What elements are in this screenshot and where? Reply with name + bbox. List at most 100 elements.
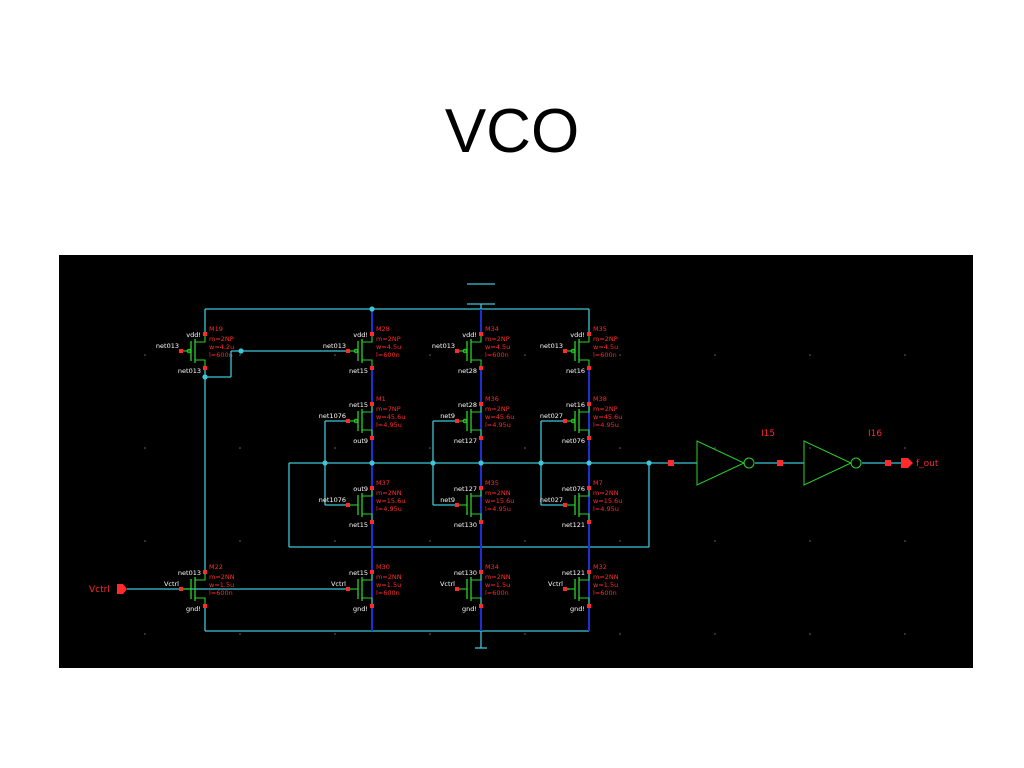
pmos-transistor [455,332,483,370]
device-param: l=600n [485,589,509,597]
vctrl-pin-label: Vctrl [89,585,110,595]
pmos-transistor [563,402,591,440]
device-param: l=600n [485,351,509,359]
net-label: net9 [440,412,455,420]
device-param: m=2NN [485,489,511,497]
net-label: net027 [540,412,563,420]
net-label: vdd! [462,331,477,339]
net-label: net130 [454,569,477,577]
instance-label: M34 [485,563,499,571]
device-param: w=15.6u [485,497,514,505]
nmos-transistor [179,570,207,608]
net-label: net013 [178,569,201,577]
net-label: gnd! [186,605,201,613]
net-label: out9 [353,437,368,445]
net-label: gnd! [353,605,368,613]
inverter-label: I15 [761,429,775,439]
net-label: net121 [562,569,585,577]
net-label: Vctrl [440,580,455,588]
device-param: l=4.95u [376,505,402,513]
instance-label: M34 [485,325,499,333]
inverter-label: I16 [868,429,882,439]
net-label: net013 [540,342,563,350]
pmos-transistor [346,402,374,440]
instance-label: M28 [376,325,390,333]
transistor-devices [179,332,591,608]
instance-label: M19 [209,325,223,333]
junction-dots [202,306,652,466]
device-param: l=600n [376,351,400,359]
net-label: net15 [349,367,368,375]
device-param: w=45.6u [593,413,622,421]
net-label: vdd! [570,331,585,339]
net-label: net121 [562,521,585,529]
instance-label: M22 [209,563,223,571]
net-label: net076 [562,437,585,445]
net-label: net15 [349,521,368,529]
device-param: w=1.5u [209,581,234,589]
grid-dots [144,354,906,635]
fout-pin: f_out [901,458,939,469]
device-param: w=1.5u [485,581,510,589]
device-param: m=2NP [376,335,401,343]
vctrl-pin: Vctrl [89,584,127,595]
device-param: w=1.5u [376,581,401,589]
device-param: m=2NP [209,335,234,343]
net-label: vdd! [353,331,368,339]
instance-label: M7 [593,479,603,487]
instance-label: M38 [593,395,607,403]
device-param: l=4.95u [593,505,619,513]
device-param: l=4.95u [376,421,402,429]
pmos-transistor [563,332,591,370]
device-param: w=4.5u [593,343,618,351]
net-label: net127 [454,485,477,493]
device-param: w=45.6u [376,413,405,421]
net-label: net15 [349,401,368,409]
net-label: net130 [454,521,477,529]
device-param: m=2NN [593,489,619,497]
schematic-canvas: M19vdd!net013net013m=2NPw=4.2ul=600nM28v… [89,283,939,649]
pmos-transistor [346,332,374,370]
device-param: m=2NN [485,573,511,581]
device-param: l=600n [593,351,617,359]
nmos-transistor [346,486,374,524]
instance-label: M35 [485,479,499,487]
wires [127,283,901,649]
device-param: m=2NN [593,573,619,581]
net-label: gnd! [570,605,585,613]
net-label: net9 [440,496,455,504]
device-param: w=4.5u [485,343,510,351]
net-label: net027 [540,496,563,504]
inverter-i15: I15 [696,429,775,486]
instance-label: M35 [593,325,607,333]
device-labels: M19vdd!net013net013m=2NPw=4.2ul=600nM28v… [156,325,622,613]
device-param: m=2NP [593,335,618,343]
net-label: net013 [432,342,455,350]
device-param: m=2NN [376,573,402,581]
net-label: net16 [566,367,585,375]
device-param: m=2NN [376,489,402,497]
net-label: net127 [454,437,477,445]
device-param: w=1.5u [593,581,618,589]
fout-pin-label: f_out [916,459,939,469]
instance-label: M1 [376,395,386,403]
device-param: l=4.95u [485,505,511,513]
instance-label: M32 [593,563,607,571]
net-label: out9 [353,485,368,493]
output-pin-markers [668,460,891,466]
net-label: net28 [458,367,477,375]
device-param: l=600n [209,589,233,597]
device-param: w=45.6u [485,413,514,421]
net-label: Vctrl [331,580,346,588]
instance-label: M36 [485,395,499,403]
device-param: w=15.6u [593,497,622,505]
device-param: m=2NP [485,335,510,343]
device-param: m=2NP [593,405,618,413]
net-label: net013 [178,367,201,375]
net-label: Vctrl [548,580,563,588]
device-param: l=600n [376,589,400,597]
device-param: l=4.95u [593,421,619,429]
device-param: m=2NN [209,573,235,581]
instance-label: M37 [376,479,390,487]
